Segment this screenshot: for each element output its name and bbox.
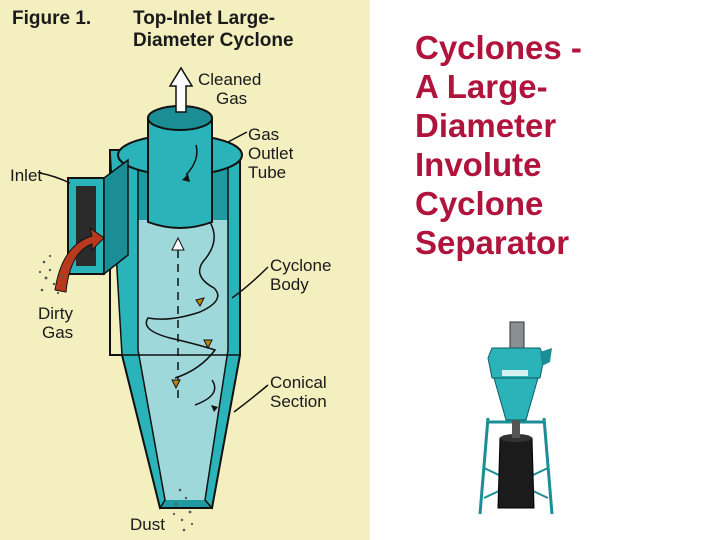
- arrow-head-icon: [211, 405, 218, 412]
- spiral-flow-path: [145, 221, 219, 379]
- arrow-head-icon: [182, 174, 190, 182]
- slide-title-line: Separator: [415, 224, 570, 261]
- cyclone-diagram: [38, 66, 269, 532]
- exhaust-pipe: [509, 321, 525, 349]
- inlet-port: [540, 348, 552, 366]
- gas-outlet-tube: [147, 117, 213, 229]
- leader-lines: [39, 131, 269, 413]
- curved-arrow-icon: [185, 144, 198, 176]
- slide-title: Cyclones - A Large- Diameter Involute Cy…: [415, 28, 715, 262]
- stand-leg: [542, 417, 554, 515]
- label-inlet: Inlet: [10, 166, 43, 185]
- spiral-arrow-icon: [203, 339, 213, 350]
- label-cyclone-body: Cyclone Body: [270, 256, 332, 294]
- cyclone-figure-panel: Figure 1. Top-Inlet Large- Diameter Cycl…: [0, 0, 370, 540]
- slide-title-line: Cyclones -: [415, 29, 582, 66]
- spiral-arrow-icon: [171, 379, 181, 390]
- slide-title-line: A Large-: [415, 68, 548, 105]
- collection-drum: [497, 437, 535, 509]
- inlet-duct-side: [103, 158, 129, 276]
- dust-particles: [172, 488, 194, 532]
- slide-title-line: Diameter: [415, 107, 557, 144]
- spiral-flow-path-lower: [194, 379, 216, 406]
- label-dirty-gas: Dirty Gas: [38, 304, 74, 342]
- stand-leg: [478, 417, 490, 515]
- cyclone-cone: [493, 377, 539, 421]
- spiral-arrow-icon: [195, 297, 205, 307]
- cyclone-separator-photo: [478, 321, 554, 515]
- label-gas-outlet-tube: Gas Outlet Tube: [248, 125, 294, 182]
- drum-hose: [512, 420, 520, 438]
- cyclone-inner-chamber: [138, 220, 228, 500]
- label-dust: Dust: [130, 515, 165, 534]
- dirty-gas-arrow-icon: [54, 226, 105, 293]
- figure-title-line1: Top-Inlet Large-: [133, 8, 276, 29]
- brand-label: [502, 370, 528, 376]
- arrow-up-icon: [168, 66, 194, 113]
- arrow-up-icon: [171, 236, 185, 251]
- label-cleaned-gas: Cleaned Gas: [198, 70, 262, 108]
- dirty-gas-particles: [38, 254, 64, 295]
- slide-title-line: Involute: [415, 146, 542, 183]
- figure-number: Figure 1.: [12, 8, 92, 29]
- slide-title-line: Cyclone: [415, 185, 544, 222]
- cyclone-body-outline: [109, 149, 241, 509]
- label-conical-section: Conical Section: [270, 373, 327, 411]
- figure-title-line2: Diameter Cyclone: [133, 30, 294, 51]
